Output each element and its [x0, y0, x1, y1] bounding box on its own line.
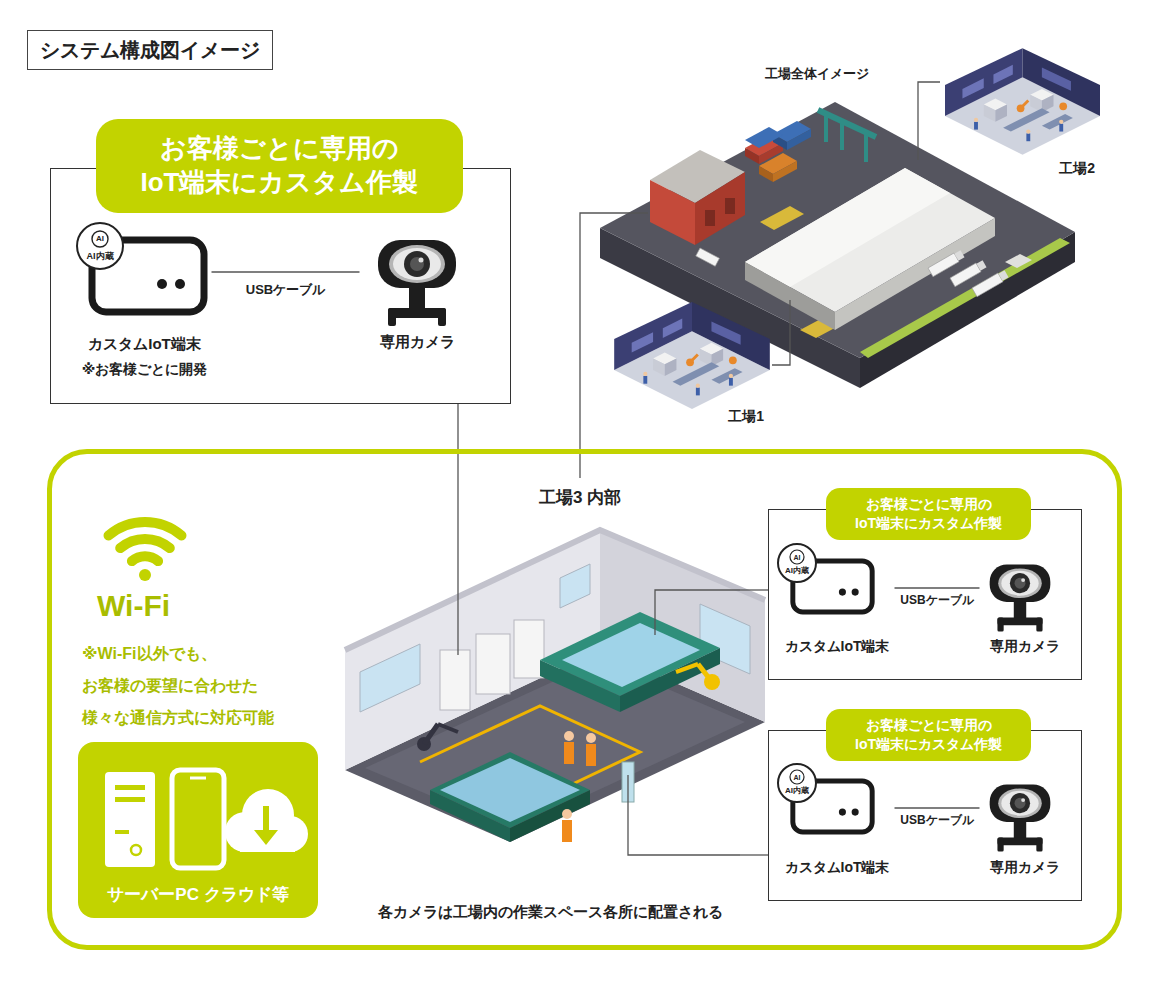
- heading-badge: お客様ごとに専用の IoT端末にカスタム作製: [96, 119, 463, 213]
- network-region: Wi-Fi ※Wi-Fi以外でも、 お客様の要望に合わせた 様々な通信方式に対応可…: [47, 449, 1122, 950]
- connector: [895, 587, 980, 588]
- device-label: カスタムIoT端末: [785, 859, 890, 877]
- cable-label: USBケーブル: [897, 592, 976, 609]
- factory-floor: 工場3 内部各カメラは工場内の作業スペース各所に配置される: [340, 478, 740, 925]
- connector: [580, 213, 600, 478]
- server-box: サーバーPC クラウド等: [78, 742, 318, 918]
- title-frame: システム構成図イメージ: [27, 30, 273, 70]
- factory-label: 工場2: [1059, 160, 1095, 178]
- ai-badge-text: AI: [96, 235, 104, 243]
- badge-anchor: AI: [96, 235, 104, 243]
- edge-label-anchor: USBケーブル: [897, 812, 976, 829]
- badge-anchor: AI: [794, 554, 801, 561]
- wifi-symbol: [109, 522, 182, 581]
- factory-label: 工場1: [728, 408, 764, 426]
- camera: 専用カメラ: [360, 232, 475, 354]
- connector: [895, 807, 980, 808]
- wifi-note: ※Wi-Fi以外でも、 お客様の要望に合わせた 様々な通信方式に対応可能: [82, 638, 307, 734]
- badge-anchor: AI内蔵: [87, 252, 114, 261]
- wifi-title: Wi-Fi: [97, 588, 170, 624]
- camera-label: 専用カメラ: [990, 638, 1060, 656]
- camera-label: 専用カメラ: [380, 333, 455, 352]
- edge-label-anchor: USBケーブル: [243, 281, 328, 299]
- connector: [918, 82, 940, 95]
- ai-badge-text: AI: [794, 774, 801, 781]
- badge-anchor: AI内蔵: [785, 567, 809, 575]
- cable-label: USBケーブル: [897, 812, 976, 829]
- heading-badge: お客様ごとに専用の IoT端末にカスタム作製: [826, 488, 1031, 540]
- device-note: ※お客様ごとに開発: [82, 361, 208, 379]
- camera: 専用カメラ: [980, 776, 1070, 879]
- camera: 専用カメラ: [980, 555, 1070, 658]
- factory-view: 工場2: [940, 40, 1105, 180]
- factory-picture: [945, 48, 1100, 155]
- cable-label: USBケーブル: [243, 281, 328, 299]
- section-heading: 工場3 内部: [539, 486, 621, 509]
- connector: [772, 300, 790, 365]
- title: システム構成図イメージ: [27, 30, 273, 70]
- server-label: サーバーPC クラウド等: [107, 883, 288, 906]
- camera-label: 専用カメラ: [990, 859, 1060, 877]
- server-cloud-panel: [78, 742, 318, 918]
- factory-view: 工場1: [612, 300, 772, 428]
- ai-badge-text: AI: [794, 554, 801, 561]
- connector: [740, 854, 768, 855]
- ai-badge-text: AI内蔵: [785, 567, 809, 575]
- device-label: カスタムIoT端末: [88, 335, 201, 354]
- factory3-interior-picture: [345, 478, 765, 855]
- heading-badge: お客様ごとに専用の IoT端末にカスタム作製: [826, 709, 1031, 761]
- device-label: カスタムIoT端末: [785, 638, 890, 656]
- edge-label-anchor: USBケーブル: [897, 592, 976, 609]
- ai-badge-text: AI内蔵: [87, 252, 114, 261]
- image-title: 工場全体イメージ: [765, 65, 869, 83]
- ai-badge-text: AI内蔵: [785, 787, 809, 795]
- connector: [457, 404, 458, 478]
- caption: 各カメラは工場内の作業スペース各所に配置される: [378, 903, 723, 922]
- iot-terminal: カスタムIoT端末 ※お客様ごとに開発: [78, 220, 212, 380]
- badge-anchor: AI: [794, 774, 801, 781]
- connector: [740, 589, 768, 590]
- aerial-view: 工場全体イメージ: [600, 95, 1075, 300]
- connector: [212, 271, 360, 272]
- factory-picture: [614, 302, 770, 409]
- badge-anchor: AI内蔵: [785, 787, 809, 795]
